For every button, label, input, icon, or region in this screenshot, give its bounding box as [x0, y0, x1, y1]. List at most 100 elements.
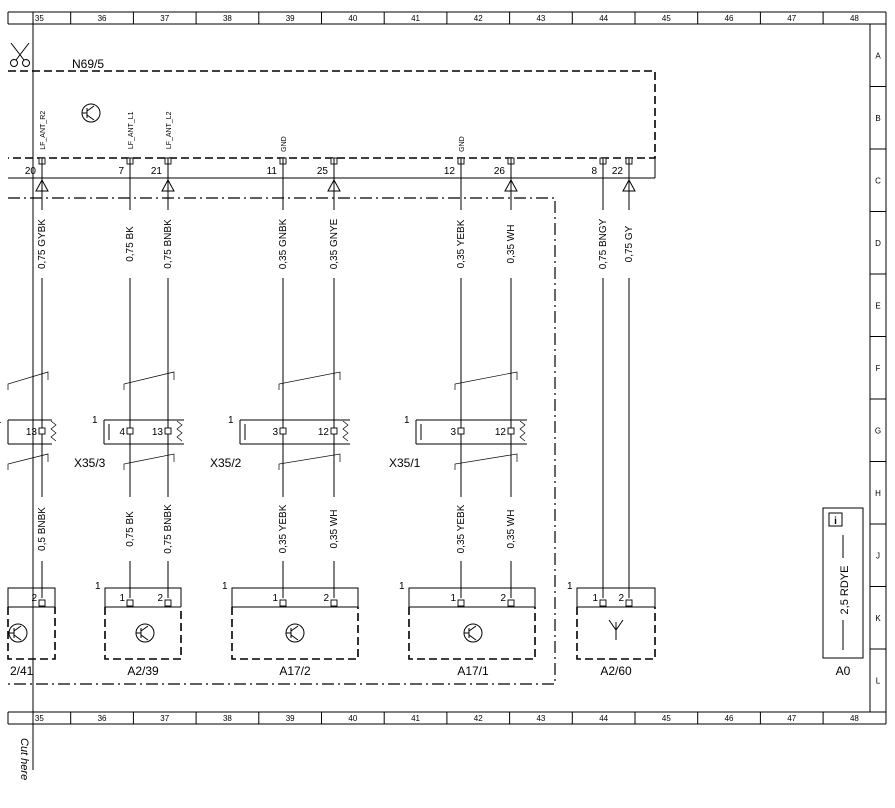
connector-pin-number: 3	[450, 427, 456, 438]
component-index: 1	[222, 581, 228, 592]
component-2-41: 22/41	[7, 587, 56, 678]
column-label: 36	[98, 714, 107, 723]
connector-pin	[457, 427, 465, 435]
component-body	[7, 607, 56, 660]
wire-label-bg	[277, 497, 289, 561]
wire-label-lower: 0,75 BK	[125, 511, 136, 547]
connector-pin	[164, 427, 172, 435]
component-pin	[599, 599, 607, 607]
component-pin-number: 1	[119, 593, 125, 604]
connector-outline	[415, 419, 527, 445]
cu-pin-signal: LF_ANT_L1	[128, 111, 135, 149]
row-label: G	[875, 426, 881, 435]
wire-label-bg	[505, 210, 517, 278]
cu-pin-signal: GND	[281, 136, 288, 152]
transistor-icon	[285, 623, 305, 643]
component-pin	[164, 599, 172, 607]
connector-index: 1	[404, 415, 410, 426]
row-label: E	[875, 301, 880, 310]
component-header	[104, 587, 182, 607]
component-pin	[457, 599, 465, 607]
transistor-emitter	[468, 634, 477, 641]
cu-pin-number: 11	[267, 166, 278, 177]
component-header	[408, 587, 536, 607]
column-label: 48	[850, 714, 859, 723]
connector-label: X35/1	[389, 456, 421, 470]
info-icon: i	[828, 512, 843, 527]
component-pin-number: 2	[618, 593, 624, 604]
component-pin-number: 2	[323, 593, 329, 604]
connector-index: 1	[0, 415, 2, 426]
column-label: 35	[35, 14, 44, 23]
twist-marker	[7, 453, 49, 470]
cu-pin-signal: LF_ANT_R2	[40, 111, 47, 150]
shield-symbol	[519, 420, 526, 442]
transistor-icon	[135, 623, 155, 643]
twist-marker	[123, 453, 175, 470]
column-label: 44	[599, 14, 608, 23]
column-label: 45	[662, 14, 671, 23]
wire-label-bg	[505, 497, 517, 561]
column-label: 40	[348, 714, 357, 723]
component-label: A17/2	[279, 664, 311, 678]
column-label: 47	[787, 714, 796, 723]
transistor-emitter	[140, 634, 149, 641]
component-pin-number: 2	[157, 593, 163, 604]
wire-label-bg	[328, 497, 340, 561]
component-index: 1	[399, 581, 405, 592]
component-pin	[279, 599, 287, 607]
component-label: A17/1	[457, 664, 489, 678]
cu-pin-number: 20	[25, 166, 37, 177]
cu-pin-number: 8	[591, 166, 597, 177]
column-label: 39	[286, 714, 295, 723]
column-label: 43	[536, 14, 545, 23]
column-label: 41	[411, 14, 420, 23]
column-label: 45	[662, 714, 671, 723]
transistor-collector	[468, 625, 477, 632]
connector-partial: 113	[0, 415, 57, 445]
component-body	[231, 607, 359, 660]
column-label: 48	[850, 14, 859, 23]
connector-outline	[239, 419, 350, 445]
column-label: 43	[536, 714, 545, 723]
connector-pin	[279, 427, 287, 435]
row-label: K	[875, 614, 881, 623]
wire-label-lower: 0,35 YEBK	[278, 504, 289, 553]
wire-label-upper: 0,75 GY	[624, 225, 635, 262]
component-body	[104, 607, 182, 660]
twist-marker	[454, 453, 518, 470]
component-index: 1	[95, 581, 101, 592]
twist-marker	[7, 371, 49, 390]
connector-pin	[38, 427, 46, 435]
component-pin-number: 1	[272, 593, 278, 604]
shield-symbol	[50, 420, 57, 442]
component-pin-number: 1	[592, 593, 598, 604]
wire-label-upper: 0,75 BNBK	[163, 219, 174, 269]
component-pin	[126, 599, 134, 607]
column-label: 37	[160, 14, 169, 23]
cu-pin-number: 7	[118, 166, 124, 177]
row-label: L	[876, 676, 881, 685]
cu-pin-number: 12	[444, 166, 456, 177]
row-label: D	[875, 239, 881, 248]
wire-label-lower: 0,75 BNBK	[163, 504, 174, 554]
twist-marker	[278, 371, 341, 390]
column-label: 35	[35, 714, 44, 723]
column-label: 44	[599, 714, 608, 723]
column-label: 36	[98, 14, 107, 23]
antenna-icon	[608, 619, 624, 640]
connector-pin-number: 12	[318, 427, 330, 438]
column-label: 38	[223, 714, 232, 723]
wire-label-bg	[36, 497, 48, 561]
wire-label-bg	[455, 210, 467, 278]
transistor-collector	[140, 625, 149, 632]
wire-label-lower: 0,35 YEBK	[456, 504, 467, 553]
wire-label-bg	[328, 210, 340, 278]
shield-symbol	[342, 420, 349, 442]
cu-pin-number: 22	[612, 166, 624, 177]
connector-pin	[126, 427, 134, 435]
component-pin	[330, 599, 338, 607]
